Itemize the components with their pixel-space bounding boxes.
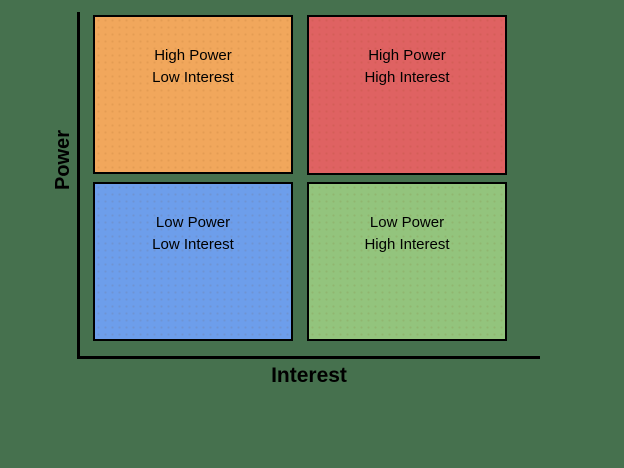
quadrant-label-line1: High Power bbox=[368, 47, 446, 64]
quadrant-high-power-high-interest: High Power High Interest bbox=[307, 15, 507, 175]
quadrant-label-line1: Low Power bbox=[155, 214, 231, 231]
quadrant-label-line2: Low Interest bbox=[152, 236, 234, 253]
quadrant-label-line1: Low Power bbox=[369, 214, 445, 231]
quadrant-low-power-low-interest: Low Power Low Interest bbox=[93, 182, 293, 341]
y-axis-label: Power bbox=[52, 129, 74, 191]
quadrant-high-power-low-interest: High Power Low Interest bbox=[93, 15, 293, 174]
x-axis-line bbox=[77, 356, 540, 359]
x-axis-label: Interest bbox=[271, 364, 347, 387]
quadrant-label-line1: High Power bbox=[154, 47, 232, 64]
quadrant-label-line2: High Interest bbox=[364, 236, 450, 253]
quadrant-low-power-high-interest: Low Power High Interest bbox=[307, 182, 507, 341]
y-axis-line bbox=[77, 12, 80, 358]
quadrant-label-line2: Low Interest bbox=[152, 69, 234, 86]
quadrant-label-line2: High Interest bbox=[364, 69, 450, 86]
